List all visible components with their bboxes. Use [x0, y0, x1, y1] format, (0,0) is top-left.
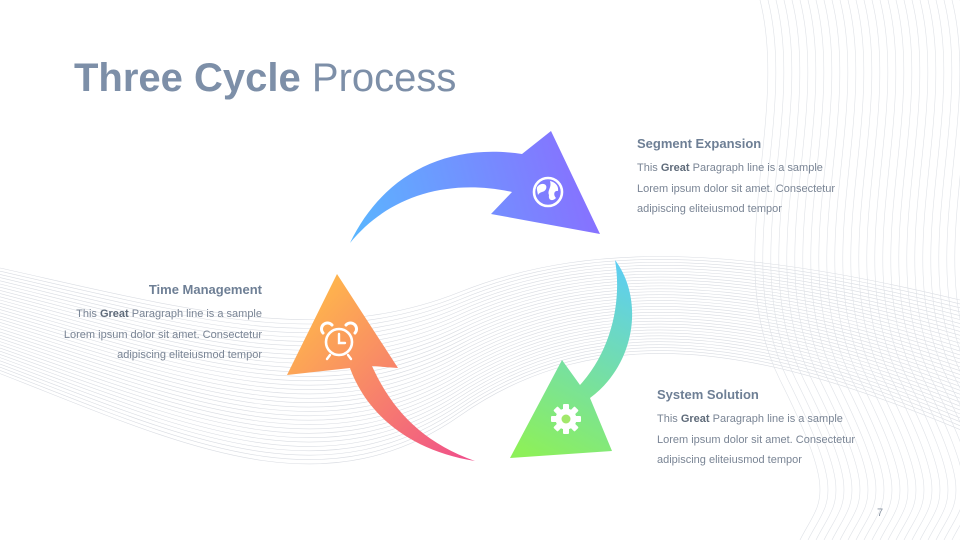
gear-icon	[551, 404, 581, 434]
step-text-pre: This	[637, 162, 661, 174]
alarm-clock-icon	[320, 321, 358, 361]
step-segment-expansion: Segment Expansion This Great Paragraph l…	[637, 135, 867, 220]
step-text-line2: Lorem ipsum dolor sit amet. Consectetur	[637, 182, 836, 195]
step-text-line3: adipiscing eliteiusmod tempor	[117, 349, 262, 361]
step-time-management: Time Management This Great Paragraph lin…	[32, 281, 262, 366]
step-text-after: Paragraph line is a sample	[709, 413, 843, 425]
step-text-line2: Lorem ipsum dolor sit amet. Consectetur	[63, 328, 262, 341]
step-description: This Great Paragraph line is a sample Lo…	[32, 304, 262, 366]
step-description: This Great Paragraph line is a sample Lo…	[657, 409, 887, 471]
step-heading: Time Management	[148, 282, 262, 297]
step-text-line3: adipiscing eliteiusmod tempor	[637, 203, 782, 215]
step-text-after: Paragraph line is a sample	[128, 308, 262, 320]
step-text-pre: This	[657, 413, 681, 425]
step-text-bold: Great	[660, 162, 690, 174]
step-heading: System Solution	[657, 387, 759, 402]
page-number: 7	[876, 507, 884, 519]
page-title: Three Cycle Process	[74, 54, 456, 102]
arrow-segment-expansion	[350, 131, 600, 243]
step-text-after: Paragraph line is a sample	[689, 162, 823, 174]
arrow-system-solution	[510, 260, 633, 458]
step-text-bold: Great	[680, 413, 710, 425]
step-text-bold: Great	[99, 308, 129, 320]
step-system-solution: System Solution This Great Paragraph lin…	[657, 386, 887, 471]
step-heading: Segment Expansion	[637, 136, 762, 151]
title-bold: Three Cycle	[74, 56, 301, 100]
step-text-line2: Lorem ipsum dolor sit amet. Consectetur	[657, 433, 856, 446]
step-text-pre: This	[76, 308, 100, 320]
globe-icon	[532, 176, 564, 208]
arrow-time-management	[287, 274, 475, 461]
step-description: This Great Paragraph line is a sample Lo…	[637, 158, 867, 220]
step-text-line3: adipiscing eliteiusmod tempor	[657, 454, 802, 466]
title-regular: Process	[311, 56, 457, 100]
